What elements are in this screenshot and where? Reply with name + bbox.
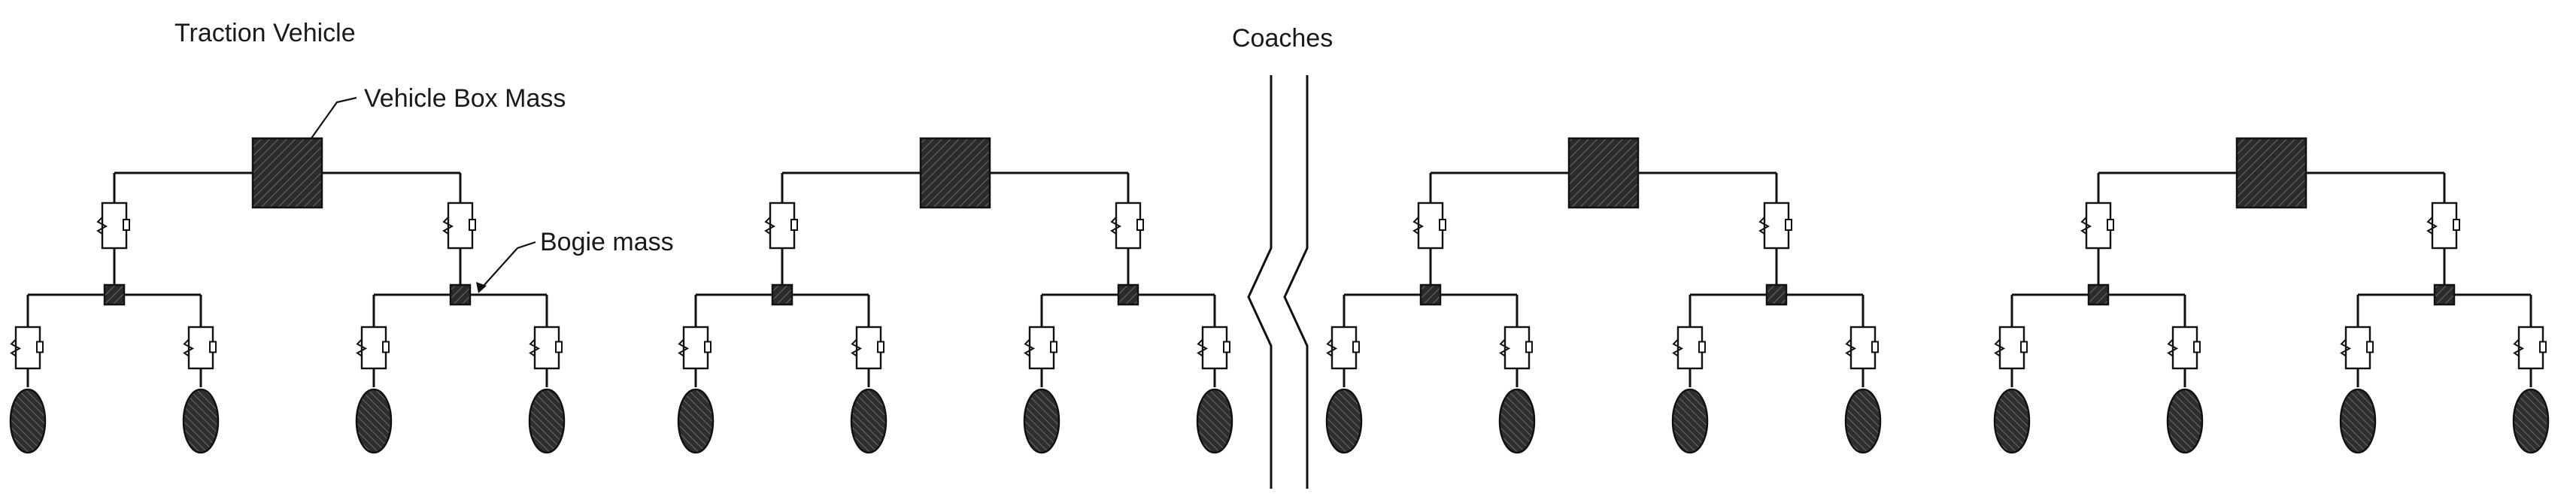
- suspension-element: [2080, 202, 2114, 250]
- suspension-element: [356, 326, 390, 370]
- vehicles-group: [9, 137, 2550, 454]
- suspension-element: [678, 326, 712, 370]
- suspension-element: [183, 326, 217, 370]
- vehicle-box-mass: [1567, 137, 1640, 209]
- traction-vehicle: [9, 137, 566, 454]
- wheel: [9, 388, 47, 454]
- bogie-mass: [1419, 283, 1442, 306]
- front-bogie: [677, 283, 887, 454]
- rear-bogie: [1023, 283, 1233, 454]
- coach-2: [1325, 137, 1882, 454]
- wheel: [1196, 388, 1233, 454]
- bogie-mass: [1765, 283, 1788, 306]
- bogie-mass: [103, 283, 126, 306]
- suspension-element: [1024, 326, 1057, 370]
- wheel: [1023, 388, 1060, 454]
- suspension-element: [1845, 326, 1879, 370]
- wheel: [2166, 388, 2204, 454]
- wheel: [2339, 388, 2377, 454]
- bogie-mass: [1117, 283, 1139, 306]
- wheel: [1671, 388, 1709, 454]
- wheel: [2512, 388, 2550, 454]
- suspension-element: [2167, 326, 2201, 370]
- traction-vehicle-label: Traction Vehicle: [174, 19, 356, 47]
- wheel: [1498, 388, 1536, 454]
- suspension-element: [1412, 202, 1446, 250]
- suspension-element: [2340, 326, 2374, 370]
- wheel: [850, 388, 887, 454]
- front-bogie: [1325, 283, 1536, 454]
- suspension-element: [851, 326, 884, 370]
- suspension-element: [2513, 326, 2547, 370]
- coupling-break-symbol: [1247, 75, 1309, 489]
- suspension-element: [442, 202, 476, 250]
- suspension-element: [764, 202, 798, 250]
- rear-bogie: [2339, 283, 2550, 454]
- suspension-element: [1499, 326, 1533, 370]
- front-bogie: [1993, 283, 2204, 454]
- wheel: [1993, 388, 2031, 454]
- rear-bogie: [355, 283, 566, 454]
- suspension-element: [96, 202, 130, 250]
- suspension-element: [1758, 202, 1792, 250]
- suspension-element: [1197, 326, 1230, 370]
- wheel: [182, 388, 220, 454]
- bogie-mass: [2087, 283, 2110, 306]
- wheel: [355, 388, 393, 454]
- bogie-mass: [449, 283, 472, 306]
- vehicle-box-mass: [919, 137, 991, 209]
- vehicle-box-mass: [251, 137, 323, 209]
- front-bogie: [9, 283, 220, 454]
- bogie-mass-leader: [476, 241, 536, 293]
- coach-1: [677, 137, 1233, 454]
- bogie-mass: [2433, 283, 2456, 306]
- coach-3: [1993, 137, 2550, 454]
- bogie-mass-label: Bogie mass: [540, 228, 674, 256]
- wheel: [1844, 388, 1882, 454]
- suspension-element: [1110, 202, 1144, 250]
- suspension-element: [1326, 326, 1360, 370]
- wheel: [677, 388, 715, 454]
- suspension-element: [1672, 326, 1706, 370]
- bogie-mass: [771, 283, 793, 306]
- wheel: [528, 388, 566, 454]
- vehicle-box-mass-label: Vehicle Box Mass: [364, 84, 566, 113]
- suspension-element: [1994, 326, 2028, 370]
- vehicle-box-mass: [2235, 137, 2307, 209]
- coaches-label: Coaches: [1232, 24, 1333, 53]
- suspension-element: [10, 326, 44, 370]
- rear-bogie: [1671, 283, 1882, 454]
- suspension-element: [2426, 202, 2460, 250]
- suspension-element: [529, 326, 563, 370]
- wheel: [1325, 388, 1363, 454]
